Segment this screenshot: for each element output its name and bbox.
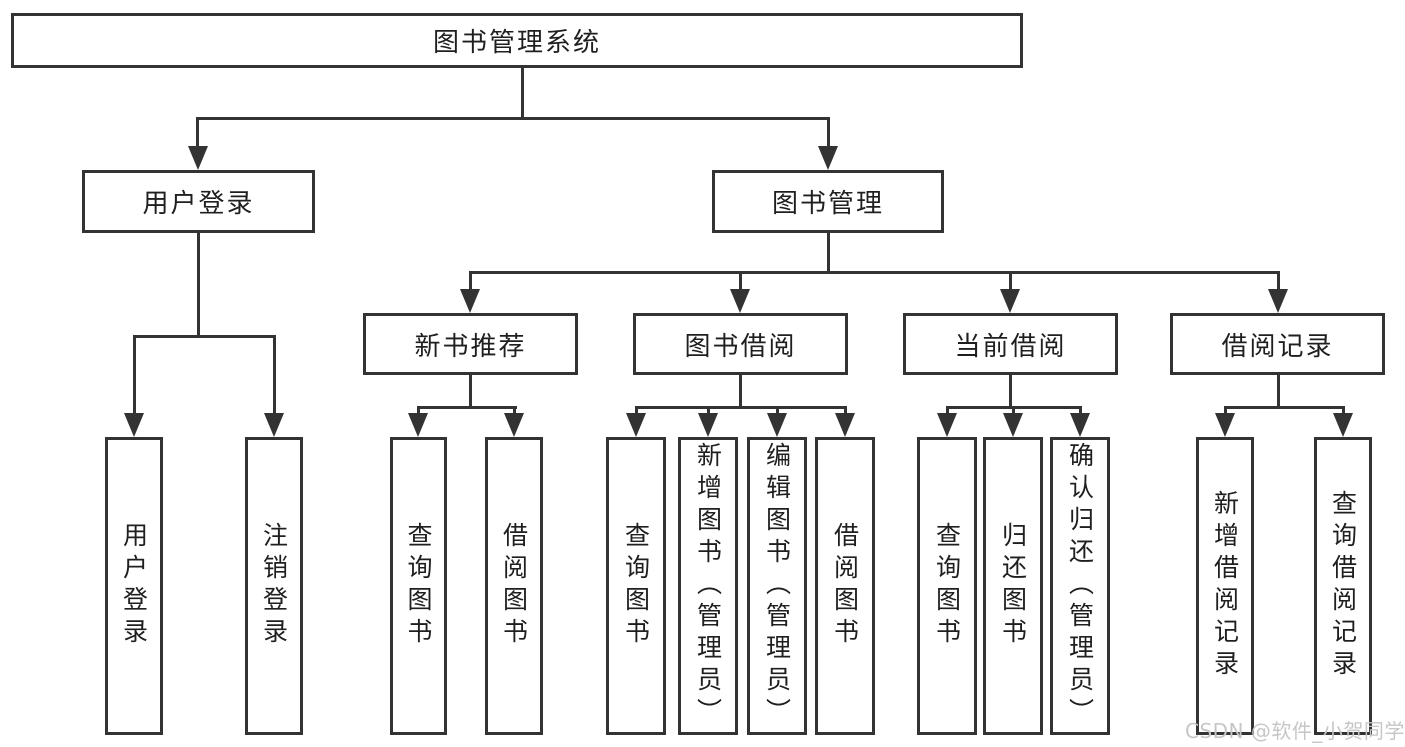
node-book-borrowing: 图书借阅	[633, 313, 848, 375]
leaf-borrowing-edit-books-admin-label: 编辑图书（管理员）	[762, 442, 792, 730]
leaf-borrowing-add-books-admin: 新增图书（管理员）	[678, 437, 738, 735]
connector-line	[1342, 406, 1345, 417]
arrowhead-icon	[1000, 289, 1020, 313]
arrowhead-icon	[626, 413, 646, 437]
connector-line	[513, 406, 516, 417]
arrowhead-icon	[1003, 413, 1023, 437]
leaf-current-confirm-return-admin-label: 确认归还（管理员）	[1065, 442, 1095, 730]
leaf-records-query-record-label: 查询借阅记录	[1328, 490, 1358, 682]
node-current-borrowing: 当前借阅	[903, 313, 1118, 375]
connector-line	[827, 117, 830, 150]
connector-line	[196, 117, 199, 150]
leaf-recommend-borrow-books: 借阅图书	[485, 437, 543, 735]
node-library-system: 图书管理系统	[11, 13, 1023, 68]
node-current-borrowing-label: 当前借阅	[954, 331, 1067, 362]
connector-line	[635, 406, 638, 417]
connector-line	[197, 233, 200, 338]
connector-line	[417, 406, 517, 409]
node-book-borrowing-label: 图书借阅	[684, 331, 797, 362]
connector-line	[1277, 271, 1280, 291]
arrowhead-icon	[818, 146, 838, 170]
connector-line	[1224, 406, 1345, 409]
connector-line	[1079, 406, 1082, 417]
leaf-current-query-books-label: 查询图书	[932, 522, 962, 650]
connector-line	[739, 271, 742, 291]
leaf-borrowing-query-books-label: 查询图书	[621, 522, 651, 650]
arrowhead-icon	[460, 289, 480, 313]
watermark-text: CSDN @软件_小贺同学	[1185, 719, 1405, 743]
leaf-borrowing-edit-books-admin: 编辑图书（管理员）	[747, 437, 807, 735]
connector-line	[1009, 271, 1012, 291]
arrowhead-icon	[1215, 413, 1235, 437]
connector-line	[776, 406, 779, 417]
connector-line	[469, 271, 472, 291]
node-user-login-label: 用户登录	[142, 189, 255, 219]
node-borrowing-records-label: 借阅记录	[1221, 331, 1334, 362]
leaf-user-login-label: 用户登录	[119, 522, 149, 650]
arrowhead-icon	[504, 413, 524, 437]
connector-line	[521, 68, 524, 120]
node-new-book-recommend-label: 新书推荐	[414, 331, 527, 362]
connector-line	[827, 233, 830, 274]
arrowhead-icon	[698, 413, 718, 437]
leaf-current-confirm-return-admin: 确认归还（管理员）	[1050, 437, 1110, 735]
connector-line	[133, 335, 136, 417]
node-new-book-recommend: 新书推荐	[363, 313, 578, 375]
leaf-records-add-record-label: 新增借阅记录	[1210, 490, 1240, 682]
leaf-logout-label: 注销登录	[259, 522, 289, 650]
leaf-borrowing-borrow-books: 借阅图书	[815, 437, 875, 735]
leaf-recommend-query-books: 查询图书	[390, 437, 447, 735]
connector-line	[1224, 406, 1227, 417]
node-user-login: 用户登录	[82, 170, 315, 233]
connector-line	[1277, 375, 1280, 409]
connector-line	[469, 375, 472, 409]
leaf-borrowing-add-books-admin-label: 新增图书（管理员）	[693, 442, 723, 730]
connector-line	[1012, 406, 1015, 417]
leaf-recommend-borrow-books-label: 借阅图书	[499, 522, 529, 650]
connector-line	[1009, 375, 1012, 409]
arrowhead-icon	[1268, 289, 1288, 313]
connector-line	[469, 271, 1280, 274]
connector-line	[707, 406, 710, 417]
leaf-records-query-record: 查询借阅记录	[1314, 437, 1372, 735]
arrowhead-icon	[264, 413, 284, 437]
arrowhead-icon	[188, 146, 208, 170]
leaf-user-login: 用户登录	[105, 437, 163, 735]
connector-line	[844, 406, 847, 417]
leaf-records-add-record: 新增借阅记录	[1196, 437, 1254, 735]
arrowhead-icon	[1070, 413, 1090, 437]
node-book-management: 图书管理	[712, 170, 944, 233]
leaf-logout: 注销登录	[245, 437, 303, 735]
connector-line	[273, 335, 276, 417]
arrowhead-icon	[1333, 413, 1353, 437]
arrowhead-icon	[124, 413, 144, 437]
arrowhead-icon	[937, 413, 957, 437]
leaf-current-return-books-label: 归还图书	[998, 522, 1028, 650]
leaf-borrowing-query-books: 查询图书	[606, 437, 666, 735]
node-book-management-label: 图书管理	[771, 189, 884, 219]
leaf-recommend-query-books-label: 查询图书	[404, 522, 433, 650]
arrowhead-icon	[408, 413, 428, 437]
connector-line	[635, 406, 847, 409]
arrowhead-icon	[730, 289, 750, 313]
connector-line	[196, 117, 830, 120]
node-borrowing-records: 借阅记录	[1170, 313, 1385, 375]
leaf-current-query-books: 查询图书	[917, 437, 977, 735]
connector-line	[946, 406, 949, 417]
connector-line	[417, 406, 420, 417]
arrowhead-icon	[767, 413, 787, 437]
connector-line	[133, 335, 276, 338]
connector-line	[739, 375, 742, 409]
leaf-current-return-books: 归还图书	[983, 437, 1043, 735]
leaf-borrowing-borrow-books-label: 借阅图书	[830, 522, 860, 650]
arrowhead-icon	[835, 413, 855, 437]
node-library-system-label: 图书管理系统	[432, 28, 601, 58]
